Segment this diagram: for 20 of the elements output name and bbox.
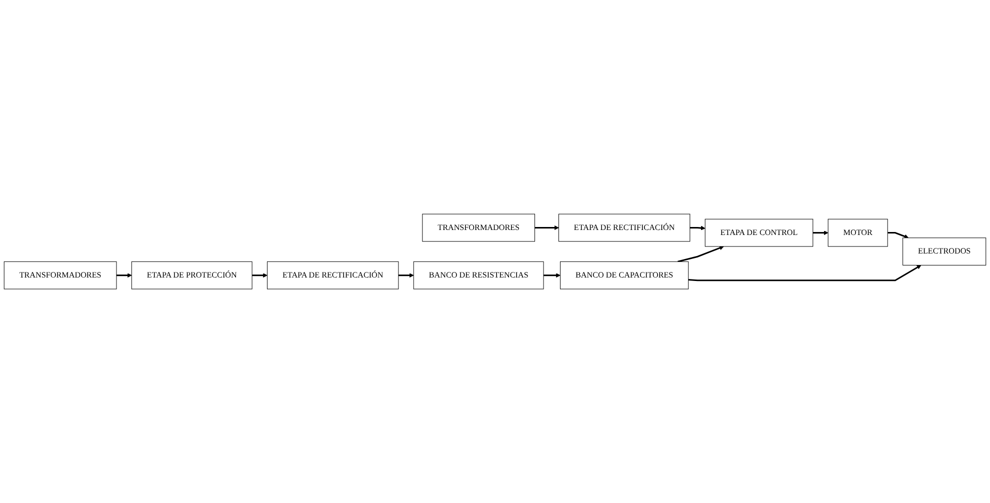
node-box: TRANSFORMADORES bbox=[422, 214, 536, 242]
arrow bbox=[888, 232, 909, 238]
node-box: ETAPA DE RECTIFICACIÓN bbox=[558, 214, 690, 242]
node-box: ETAPA DE CONTROL bbox=[704, 218, 814, 247]
arrow bbox=[398, 273, 414, 278]
arrow bbox=[544, 273, 560, 278]
node-box: TRANSFORMADORES bbox=[4, 261, 117, 290]
node-box: BANCO DE CAPACITORES bbox=[560, 261, 689, 290]
arrow bbox=[252, 273, 268, 278]
arrow bbox=[116, 273, 132, 278]
arrow bbox=[688, 264, 922, 282]
node-box: BANCO DE RESISTENCIAS bbox=[413, 261, 544, 290]
arrow bbox=[534, 225, 559, 230]
arrow bbox=[690, 226, 706, 230]
arrow bbox=[678, 246, 724, 262]
node-box: ETAPA DE PROTECCIÓN bbox=[131, 261, 252, 290]
node-box: ELECTRODOS bbox=[902, 238, 986, 266]
node-box: ETAPA DE RECTIFICACIÓN bbox=[267, 261, 399, 290]
node-box: MOTOR bbox=[828, 218, 888, 247]
arrow bbox=[812, 230, 828, 235]
